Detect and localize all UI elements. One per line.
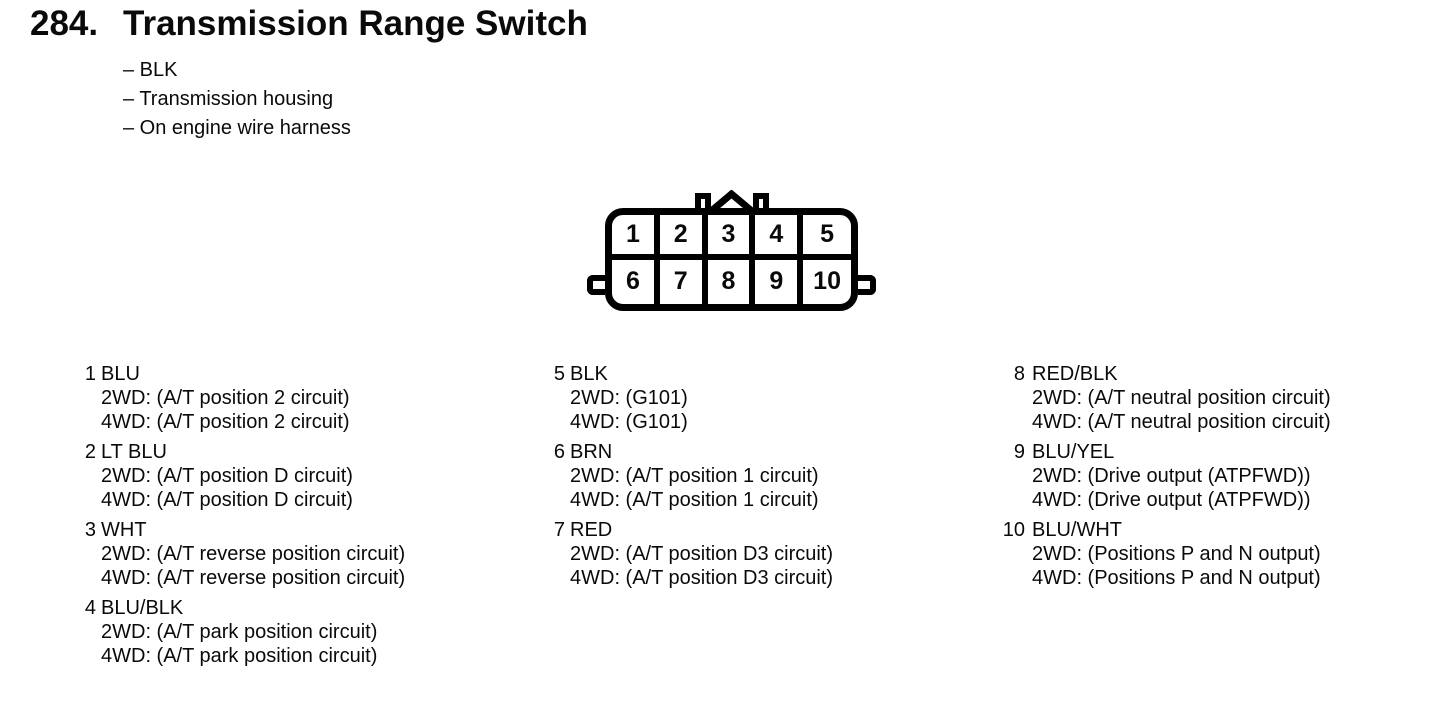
pin-entry: 10 BLU/WHT 2WD: (Positions P and N outpu… xyxy=(997,518,1331,590)
attribute-item: – Transmission housing xyxy=(123,88,334,110)
pin-circuit-4wd: 4WD: (Drive output (ATPFWD)) xyxy=(1032,489,1311,511)
pin-entry: 1 BLU 2WD: (A/T position 2 circuit) 4WD:… xyxy=(76,362,405,434)
pin-circuit-4wd: 4WD: (A/T park position circuit) xyxy=(101,645,378,667)
connector-shell: 1 2 3 4 5 6 7 8 9 10 xyxy=(605,208,858,311)
pin-circuit-4wd: 4WD: (G101) xyxy=(570,411,688,433)
pin-circuit-4wd: 4WD: (A/T neutral position circuit) xyxy=(1032,411,1331,433)
connector-pin-cell: 4 xyxy=(755,215,804,260)
pin-details: BLK 2WD: (G101) 4WD: (G101) xyxy=(570,362,688,434)
pin-number: 4 xyxy=(84,597,96,619)
pin-details: BLU/BLK 2WD: (A/T park position circuit)… xyxy=(101,596,377,668)
pin-entry: 8 RED/BLK 2WD: (A/T neutral position cir… xyxy=(997,362,1331,434)
pin-number: 2 xyxy=(84,441,96,463)
connector-pin-cell: 5 xyxy=(803,215,851,260)
pin-entry: 5 BLK 2WD: (G101) 4WD: (G101) xyxy=(545,362,833,434)
pin-number: 8 xyxy=(1013,363,1025,385)
connector-pin-cell: 8 xyxy=(708,259,756,304)
pin-list-column-2: 5 BLK 2WD: (G101) 4WD: (G101) 6 BRN 2WD:… xyxy=(545,362,833,596)
connector-diagram: 1 2 3 4 5 6 7 8 9 10 xyxy=(587,190,878,316)
pin-number: 6 xyxy=(553,441,565,463)
section-number: 284. xyxy=(30,4,99,43)
connector-pin-grid: 1 2 3 4 5 6 7 8 9 10 xyxy=(612,215,851,304)
pin-circuit-2wd: 2WD: (A/T position D3 circuit) xyxy=(570,543,834,565)
pin-circuit-4wd: 4WD: (A/T position D3 circuit) xyxy=(570,567,834,589)
connector-latch-tab-right-icon xyxy=(753,193,769,209)
connector-pin-cell: 6 xyxy=(612,259,660,304)
connector-pin-cell: 1 xyxy=(612,215,660,260)
pin-wire-color: BLK xyxy=(570,363,608,385)
pin-details: RED 2WD: (A/T position D3 circuit) 4WD: … xyxy=(570,518,833,590)
connector-pin-cell: 9 xyxy=(755,259,804,304)
pin-entry: 2 LT BLU 2WD: (A/T position D circuit) 4… xyxy=(76,440,405,512)
attribute-item: – BLK xyxy=(123,59,178,81)
pin-wire-color: BLU/BLK xyxy=(101,597,184,619)
connector-ear-right-icon xyxy=(858,275,876,295)
pin-circuit-2wd: 2WD: (A/T position 1 circuit) xyxy=(570,465,819,487)
pin-entry: 9 BLU/YEL 2WD: (Drive output (ATPFWD)) 4… xyxy=(997,440,1331,512)
pin-wire-color: WHT xyxy=(101,519,147,541)
pin-circuit-4wd: 4WD: (A/T position D circuit) xyxy=(101,489,353,511)
connector-ear-left-icon xyxy=(587,275,605,295)
pin-circuit-2wd: 2WD: (A/T reverse position circuit) xyxy=(101,543,406,565)
pin-wire-color: BLU/YEL xyxy=(1032,441,1115,463)
pin-wire-color: LT BLU xyxy=(101,441,167,463)
pin-number: 7 xyxy=(553,519,565,541)
pin-list-column-1: 1 BLU 2WD: (A/T position 2 circuit) 4WD:… xyxy=(76,362,405,674)
pin-circuit-2wd: 2WD: (A/T position D circuit) xyxy=(101,465,353,487)
pin-details: BLU 2WD: (A/T position 2 circuit) 4WD: (… xyxy=(101,362,350,434)
pin-circuit-4wd: 4WD: (A/T position 2 circuit) xyxy=(101,411,350,433)
pin-entry: 3 WHT 2WD: (A/T reverse position circuit… xyxy=(76,518,405,590)
pin-entry: 6 BRN 2WD: (A/T position 1 circuit) 4WD:… xyxy=(545,440,833,512)
pin-circuit-2wd: 2WD: (A/T park position circuit) xyxy=(101,621,378,643)
section-header: 284. Transmission Range Switch xyxy=(30,5,588,43)
component-attributes: – BLK – Transmission housing – On engine… xyxy=(123,56,351,143)
pin-entry: 4 BLU/BLK 2WD: (A/T park position circui… xyxy=(76,596,405,668)
pin-list-column-3: 8 RED/BLK 2WD: (A/T neutral position cir… xyxy=(997,362,1331,596)
pin-circuit-2wd: 2WD: (G101) xyxy=(570,387,688,409)
page-title: Transmission Range Switch xyxy=(123,4,588,43)
attribute-item: – On engine wire harness xyxy=(123,117,351,139)
pin-details: BLU/YEL 2WD: (Drive output (ATPFWD)) 4WD… xyxy=(1032,440,1311,512)
pin-circuit-4wd: 4WD: (A/T reverse position circuit) xyxy=(101,567,406,589)
pin-wire-color: RED/BLK xyxy=(1032,363,1118,385)
pin-details: BLU/WHT 2WD: (Positions P and N output) … xyxy=(1032,518,1321,590)
pin-details: BRN 2WD: (A/T position 1 circuit) 4WD: (… xyxy=(570,440,819,512)
pin-circuit-2wd: 2WD: (Drive output (ATPFWD)) xyxy=(1032,465,1311,487)
pin-circuit-2wd: 2WD: (A/T neutral position circuit) xyxy=(1032,387,1331,409)
connector-pin-cell: 2 xyxy=(659,215,708,260)
connector-pin-cell: 7 xyxy=(660,259,708,304)
pin-details: LT BLU 2WD: (A/T position D circuit) 4WD… xyxy=(101,440,353,512)
pin-circuit-2wd: 2WD: (A/T position 2 circuit) xyxy=(101,387,350,409)
pin-wire-color: RED xyxy=(570,519,613,541)
pin-entry: 7 RED 2WD: (A/T position D3 circuit) 4WD… xyxy=(545,518,833,590)
pin-number: 9 xyxy=(1013,441,1025,463)
pin-details: WHT 2WD: (A/T reverse position circuit) … xyxy=(101,518,405,590)
pin-wire-color: BRN xyxy=(570,441,613,463)
pin-number: 1 xyxy=(84,363,96,385)
pin-circuit-4wd: 4WD: (Positions P and N output) xyxy=(1032,567,1321,589)
pin-circuit-2wd: 2WD: (Positions P and N output) xyxy=(1032,543,1321,565)
connector-keyway-peak-icon xyxy=(707,190,756,215)
connector-latch-tab-left-icon xyxy=(695,193,711,209)
connector-pin-cell: 3 xyxy=(707,215,756,260)
pin-number: 5 xyxy=(553,363,565,385)
pin-number: 3 xyxy=(84,519,96,541)
pin-wire-color: BLU xyxy=(101,363,140,385)
pin-details: RED/BLK 2WD: (A/T neutral position circu… xyxy=(1032,362,1331,434)
connector-pin-cell: 10 xyxy=(813,267,841,296)
pin-circuit-4wd: 4WD: (A/T position 1 circuit) xyxy=(570,489,819,511)
pin-wire-color: BLU/WHT xyxy=(1032,519,1122,541)
pin-number: 10 xyxy=(1002,519,1025,541)
